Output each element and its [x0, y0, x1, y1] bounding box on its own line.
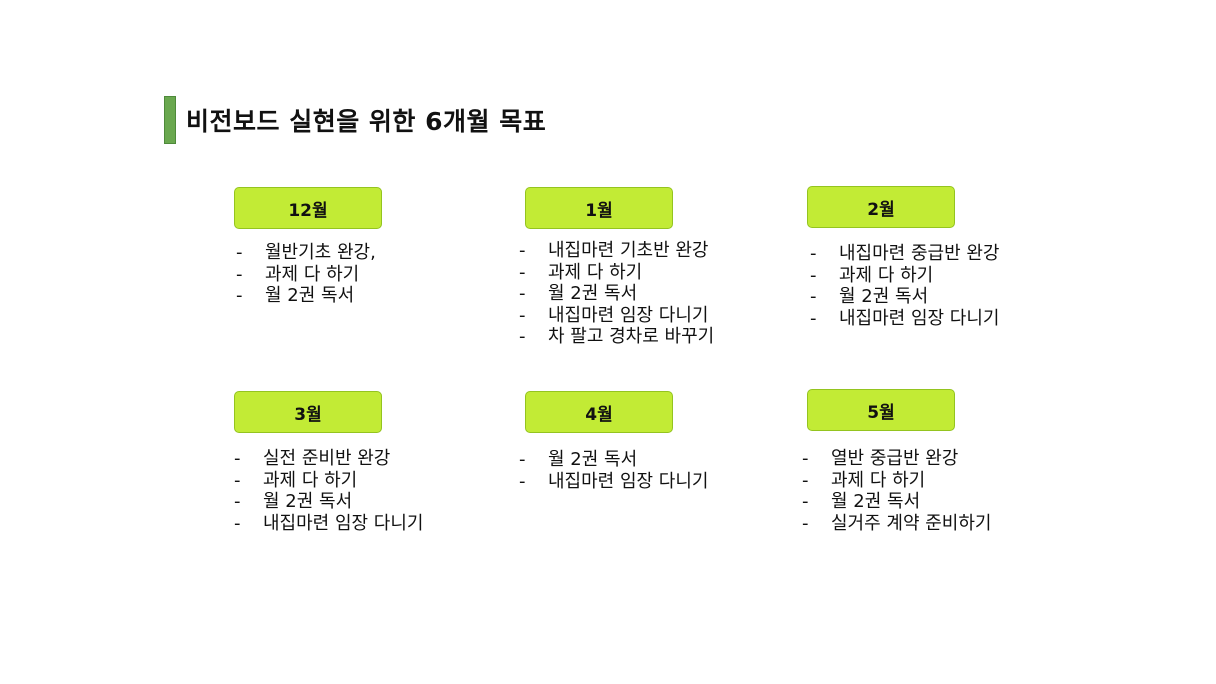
bullet-dash: - — [234, 448, 241, 469]
goal-text: 열반 중급반 완강 — [831, 448, 959, 469]
bullet-dash: - — [802, 512, 809, 534]
goal-text: 월 2권 독서 — [548, 449, 638, 470]
bullet-dash: - — [236, 263, 243, 285]
month-label: 2월 — [867, 199, 895, 220]
goal-item: -내집마련 임장 다니기 — [810, 308, 999, 330]
goal-item: - 실전 준비반 완강 — [234, 448, 423, 470]
goal-item: -과제 다 하기 — [810, 265, 999, 287]
goal-text: 월 2권 독서 — [839, 286, 929, 307]
goal-item: -내집마련 임장 다니기 — [519, 305, 714, 327]
bullet-dash: - — [802, 448, 809, 469]
goal-text: 월 2권 독서 — [263, 491, 353, 512]
goal-item: -내집마련 임장 다니기 — [234, 513, 423, 535]
goal-text: 과제 다 하기 — [839, 264, 934, 286]
goal-text: 과제 다 하기 — [265, 263, 360, 285]
goal-item: -과제 다 하기 — [236, 264, 376, 286]
goal-item: -실거주 계약 준비하기 — [802, 513, 991, 535]
month-label: 3월 — [294, 404, 322, 425]
bullet-dash: - — [519, 261, 526, 283]
goal-item: - 월 2권 독서 — [519, 449, 708, 471]
goal-item: - 월 2권 독서 — [519, 283, 714, 305]
bullet-dash: - — [810, 286, 817, 307]
goal-text: 내집마련 임장 다니기 — [548, 470, 709, 492]
goal-list-3: -실전 준비반 완강 -과제 다 하기 -월 2권 독서 -내집마련 임장 다니… — [234, 448, 423, 534]
bullet-dash: - — [236, 285, 243, 306]
month-label: 1월 — [585, 200, 613, 221]
goal-item: - 열반 중급반 완강 — [802, 448, 991, 470]
goal-item: -과제 다 하기 — [802, 470, 991, 492]
bullet-dash: - — [810, 307, 817, 329]
month-box-1: 1월 — [525, 187, 673, 229]
bullet-dash: - — [236, 242, 243, 263]
bullet-dash: - — [234, 512, 241, 534]
goal-item: - 월반기초 완강, — [236, 242, 376, 264]
month-label: 12월 — [288, 200, 328, 221]
goal-text: 내집마련 기초반 완강 — [548, 240, 709, 261]
month-box-3: 3월 — [234, 391, 382, 433]
goal-list-4: -월 2권 독서 -내집마련 임장 다니기 — [519, 449, 708, 492]
slide-title: 비전보드 실현을 위한 6개월 목표 — [186, 107, 547, 136]
goal-text: 과제 다 하기 — [263, 469, 358, 491]
goal-text: 내집마련 임장 다니기 — [548, 304, 709, 326]
goal-list-5: -열반 중급반 완강 -과제 다 하기 -월 2권 독서 -실거주 계약 준비하… — [802, 448, 991, 534]
goal-text: 실거주 계약 준비하기 — [831, 512, 992, 534]
goal-text: 과제 다 하기 — [831, 469, 926, 491]
bullet-dash: - — [234, 469, 241, 491]
goal-item: -내집마련 임장 다니기 — [519, 471, 708, 493]
bullet-dash: - — [519, 283, 526, 304]
goal-text: 월반기초 완강, — [265, 242, 376, 263]
goal-text: 과제 다 하기 — [548, 261, 643, 283]
goal-list-2: -내집마련 중급반 완강 -과제 다 하기 -월 2권 독서 -내집마련 임장 … — [810, 243, 999, 329]
goal-text: 내집마련 중급반 완강 — [839, 243, 1000, 264]
month-box-4: 4월 — [525, 391, 673, 433]
goal-text: 실전 준비반 완강 — [263, 448, 391, 469]
bullet-dash: - — [802, 491, 809, 512]
goal-item: - 차 팔고 경차로 바꾸기 — [519, 326, 714, 348]
title-accent-bar — [164, 96, 176, 144]
bullet-dash: - — [519, 304, 526, 326]
month-box-2: 2월 — [807, 186, 955, 228]
month-box-5: 5월 — [807, 389, 955, 431]
bullet-dash: - — [519, 449, 526, 470]
goal-item: -과제 다 하기 — [519, 262, 714, 284]
goal-item: - 월 2권 독서 — [810, 286, 999, 308]
month-label: 4월 — [585, 404, 613, 425]
bullet-dash: - — [519, 470, 526, 492]
goal-text: 차 팔고 경차로 바꾸기 — [548, 326, 715, 347]
goal-text: 월 2권 독서 — [831, 491, 921, 512]
bullet-dash: - — [802, 469, 809, 491]
bullet-dash: - — [810, 264, 817, 286]
goal-item: - 월 2권 독서 — [802, 491, 991, 513]
goal-item: - 내집마련 중급반 완강 — [810, 243, 999, 265]
goal-list-1: -내집마련 기초반 완강 -과제 다 하기 -월 2권 독서 -내집마련 임장 … — [519, 240, 714, 348]
bullet-dash: - — [519, 240, 526, 261]
bullet-dash: - — [519, 326, 526, 347]
month-box-12: 12월 — [234, 187, 382, 229]
bullet-dash: - — [810, 243, 817, 264]
goal-item: - 월 2권 독서 — [234, 491, 423, 513]
month-label: 5월 — [867, 402, 895, 423]
goal-text: 월 2권 독서 — [265, 285, 355, 306]
goal-item: -과제 다 하기 — [234, 470, 423, 492]
bullet-dash: - — [234, 491, 241, 512]
goal-text: 내집마련 임장 다니기 — [263, 512, 424, 534]
goal-text: 월 2권 독서 — [548, 283, 638, 304]
goal-text: 내집마련 임장 다니기 — [839, 307, 1000, 329]
goal-item: - 내집마련 기초반 완강 — [519, 240, 714, 262]
goal-item: - 월 2권 독서 — [236, 285, 376, 307]
goal-list-12: -월반기초 완강, -과제 다 하기 -월 2권 독서 — [236, 242, 376, 307]
